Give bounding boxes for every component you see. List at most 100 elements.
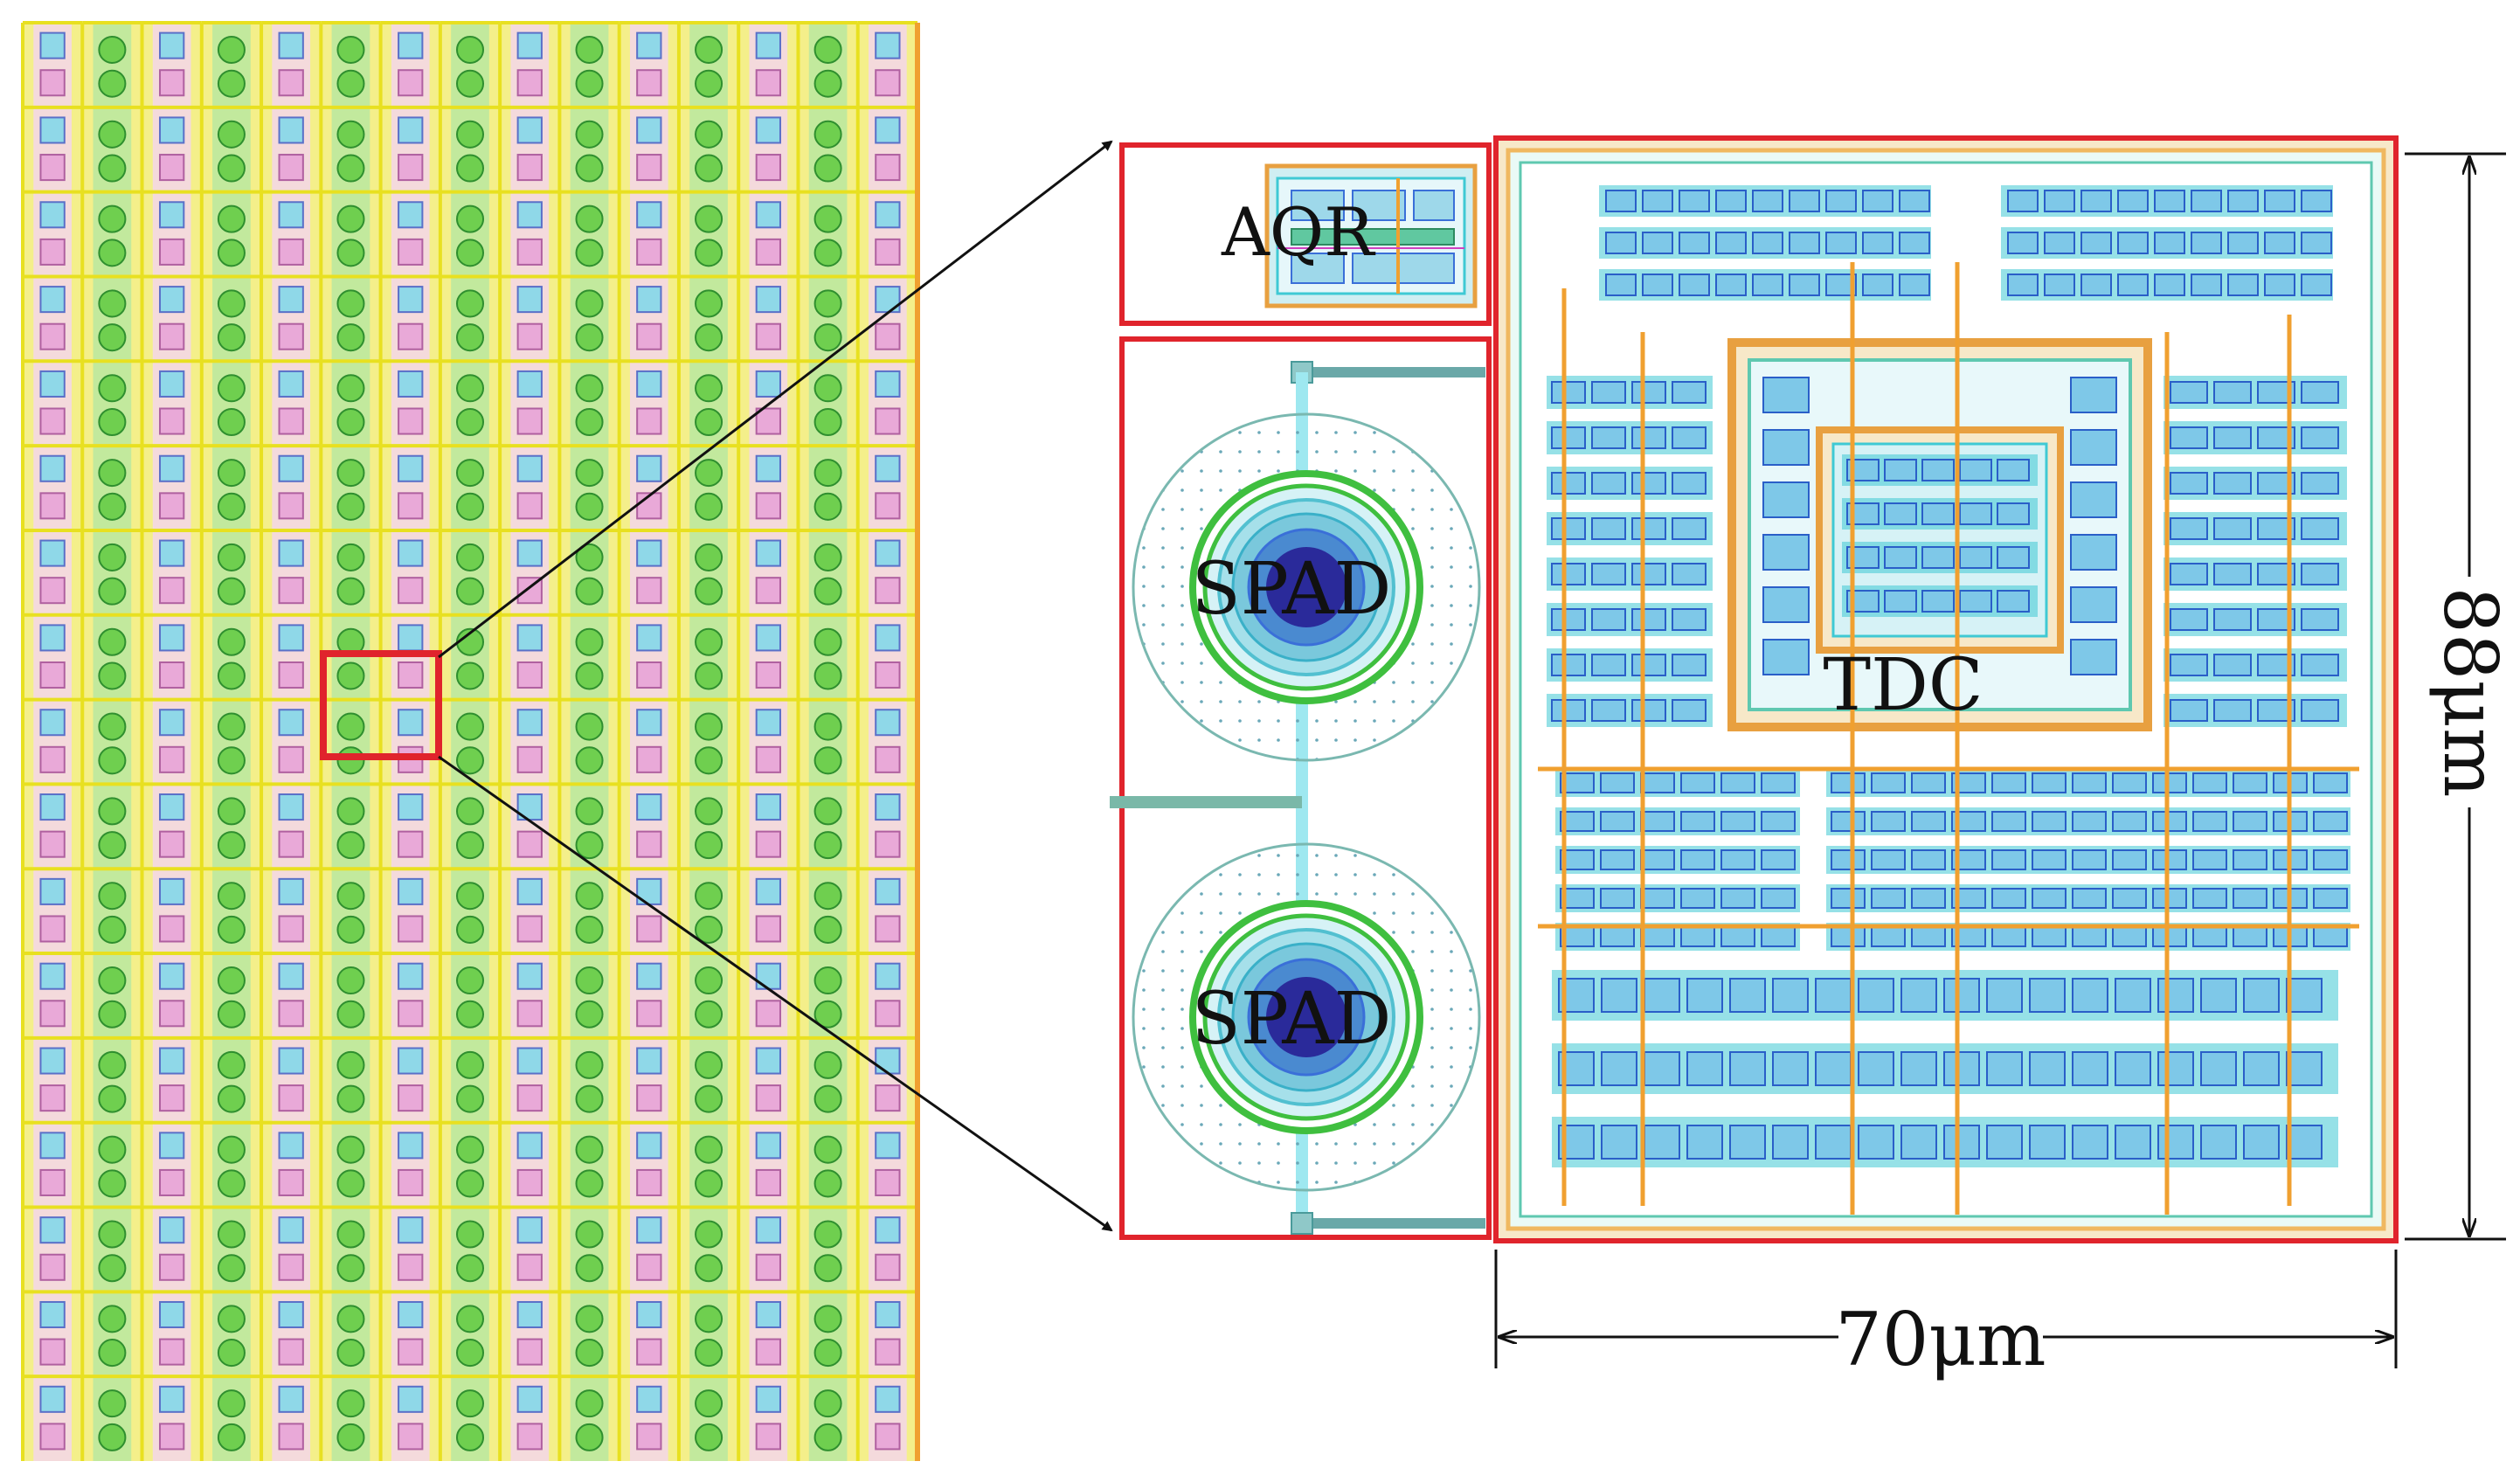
array-logic-cell <box>516 238 543 266</box>
array-logic-cell <box>875 1300 901 1329</box>
array-logic-cell <box>636 154 662 182</box>
array-logic-cell <box>398 1047 424 1075</box>
array-spad-cell <box>695 1050 723 1079</box>
array-logic-cell <box>159 577 185 605</box>
array-logic-cell <box>159 915 185 943</box>
array-logic-cell <box>516 745 543 773</box>
logic-cell <box>1680 772 1715 793</box>
logic-cell <box>1900 1051 1937 1086</box>
array-spad-cell <box>455 1050 485 1079</box>
array-logic-cell <box>875 915 901 943</box>
logic-cell <box>2170 472 2208 495</box>
array-spad-cell <box>98 1305 127 1333</box>
logic-cell <box>1591 699 1626 722</box>
array-logic-cell <box>875 830 901 858</box>
array-logic-cell <box>875 116 901 144</box>
logic-cell <box>1551 608 1586 631</box>
array-spad-cell <box>695 492 723 521</box>
logic-cell <box>2191 190 2222 212</box>
array-logic-cell <box>159 1000 185 1028</box>
array-spad-cell <box>813 1423 842 1451</box>
array-spad-cell <box>695 1305 723 1333</box>
array-logic-cell <box>875 492 901 520</box>
logic-cell <box>1991 811 2026 832</box>
array-logic-cell <box>278 1385 304 1413</box>
array-logic-cell <box>875 1338 901 1366</box>
array-logic-cell <box>636 1338 662 1366</box>
array-spad-cell <box>336 1220 365 1249</box>
logic-cell <box>1679 274 1710 296</box>
array-logic-cell <box>755 793 781 821</box>
array-spad-cell <box>98 154 127 183</box>
logic-cell <box>1762 534 1810 571</box>
logic-cell <box>1640 811 1675 832</box>
logic-cell <box>2080 274 2112 296</box>
array-logic-cell <box>39 1084 66 1112</box>
logic-cell <box>2072 888 2107 909</box>
array-logic-cell <box>636 454 662 482</box>
array-spad-cell <box>575 577 604 606</box>
array-spad-cell <box>575 323 604 352</box>
logic-cell <box>1761 772 1796 793</box>
array-spad-cell <box>217 69 246 98</box>
array-logic-cell <box>278 116 304 144</box>
zoom-arrow-top <box>438 140 1113 659</box>
array-logic-cell <box>636 1253 662 1281</box>
array-spad-cell <box>336 1169 365 1198</box>
array-logic-cell <box>516 1168 543 1196</box>
array-logic-cell <box>516 154 543 182</box>
logic-cell <box>1560 772 1595 793</box>
array-spad-cell <box>813 1339 842 1368</box>
array-spad-cell <box>336 661 365 690</box>
logic-cell <box>1720 926 1755 947</box>
logic-cell <box>2313 926 2348 947</box>
logic-cell <box>2070 481 2117 518</box>
array-logic-cell <box>159 624 185 652</box>
array-spad-cell <box>336 831 365 860</box>
logic-cell <box>1551 563 1586 585</box>
array-logic-cell <box>278 577 304 605</box>
spad-top: SPAD <box>1132 412 1481 762</box>
array-spad-cell <box>217 1220 246 1249</box>
logic-cell <box>2080 190 2112 212</box>
array-spad-cell <box>217 915 246 944</box>
logic-cell <box>2029 1125 2066 1160</box>
logic-cell <box>1899 232 1930 254</box>
array-logic-cell <box>398 1385 424 1413</box>
array-logic-cell <box>875 1132 901 1160</box>
logic-cell <box>1862 190 1893 212</box>
array-spad-cell <box>695 1169 723 1198</box>
logic-cell <box>1815 1051 1852 1086</box>
array-logic-cell <box>755 492 781 520</box>
array-logic-cell <box>398 793 424 821</box>
array-spad-cell <box>575 492 604 521</box>
logic-cell <box>2032 888 2067 909</box>
array-logic-cell <box>278 1338 304 1366</box>
array-logic-cell <box>159 1338 185 1366</box>
array-spad-cell <box>98 1389 127 1418</box>
logic-cell <box>1762 429 1810 466</box>
logic-cell <box>1640 888 1675 909</box>
array-logic-cell <box>755 624 781 652</box>
logic-cell <box>1551 472 1586 495</box>
logic-cell <box>2191 232 2222 254</box>
logic-cell <box>1679 190 1710 212</box>
array-spad-cell <box>455 661 485 690</box>
logic-cell <box>1900 1125 1937 1160</box>
array-spad-cell <box>695 35 723 65</box>
array-logic-cell <box>159 69 185 97</box>
array-logic-cell <box>875 1168 901 1196</box>
array-spad-cell <box>217 966 246 995</box>
array-logic-cell <box>278 238 304 266</box>
array-spad-cell <box>575 1254 604 1283</box>
array-spad-cell <box>695 120 723 149</box>
array-spad-cell <box>336 374 365 403</box>
logic-cell <box>2070 377 2117 413</box>
array-logic-cell <box>516 286 543 314</box>
array-logic-cell <box>159 539 185 567</box>
logic-cell <box>1862 274 1893 296</box>
array-logic-cell <box>636 370 662 398</box>
logic-cell <box>1959 546 1992 569</box>
array-spad-cell <box>455 459 485 488</box>
array-spad-cell <box>217 543 246 571</box>
